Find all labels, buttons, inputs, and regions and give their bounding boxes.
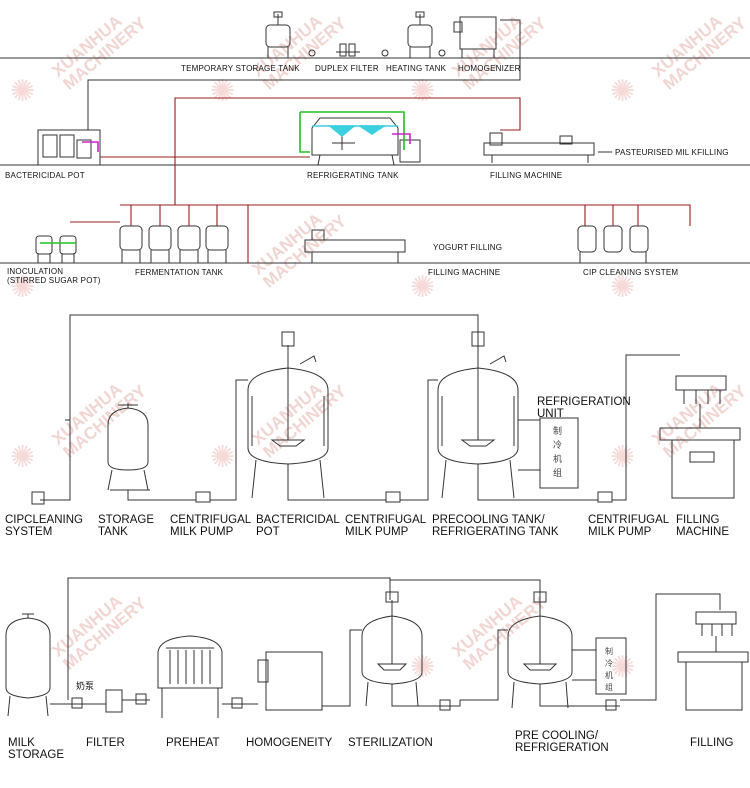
- refrigerating-tank: [311, 117, 399, 166]
- filter: [105, 689, 123, 713]
- centrifugal-pump-3: [597, 491, 613, 503]
- centrifugal-pump-1: [195, 491, 211, 503]
- yogurt-filling-machine: [304, 229, 406, 263]
- bactericidal-pot: [37, 129, 101, 166]
- bactericidal-pot-large: [247, 331, 329, 499]
- label-filling: FILLING: [690, 737, 734, 749]
- duplex-filter: [336, 43, 360, 57]
- cip-cleaning-system-small: [577, 225, 649, 263]
- milk-storage-tank: [5, 613, 51, 717]
- watermark-logo-icon: ✺: [410, 271, 436, 304]
- label-homogenizer: HOMOGENIZER: [458, 64, 521, 73]
- label-filter: FILTER: [86, 737, 125, 749]
- label-pre-cooling: PRE COOLING/ REFRIGERATION: [515, 730, 609, 754]
- inoculation-tanks: [35, 235, 77, 263]
- homogenizer-machine: [257, 651, 323, 711]
- precooling-tank: [437, 331, 519, 499]
- heating-tank: [407, 11, 433, 58]
- label-pasteurised-filling: PASTEURISED MIL KFILLING: [615, 148, 729, 157]
- pre-cooling-tank: [507, 591, 573, 709]
- label-centrifugal-pump: CENTRIFUGAL MILK PUMP: [588, 514, 670, 538]
- watermark-logo-icon: ✺: [210, 441, 236, 474]
- homogenizer: [453, 16, 497, 58]
- label-centrifugal-pump: CENTRIFUGAL MILK PUMP: [170, 514, 252, 538]
- pre-cooling-unit-box: [595, 637, 627, 695]
- pasteurised-filling-machine: [483, 132, 595, 163]
- watermark-logo-icon: ✺: [610, 651, 636, 684]
- sterilization-tank: [361, 591, 423, 707]
- centrifugal-pump-2: [385, 491, 401, 503]
- label-milk-pump-chinese: 奶泵: [76, 681, 95, 691]
- label-fermentation-tank: FERMENTATION TANK: [135, 268, 224, 277]
- watermark-logo-icon: ✺: [610, 441, 636, 474]
- label-filling-machine: FILLING MACHINE: [428, 268, 501, 277]
- watermark-logo-icon: ✺: [10, 75, 36, 108]
- label-precooling-tank: PRECOOLING TANK/ REFRIGERATING TANK: [432, 514, 559, 538]
- label-unit-chinese: 制冷机组: [553, 426, 563, 478]
- label-cip-cleaning-system: CIP CLEANING SYSTEM: [583, 268, 679, 277]
- watermark-logo-icon: ✺: [10, 441, 36, 474]
- watermark-logo-icon: ✺: [410, 651, 436, 684]
- preheat-tank: [157, 635, 223, 718]
- label-bactericidal-pot: BACTERICIDAL POT: [256, 514, 340, 538]
- label-heating-tank: HEATING TANK: [386, 64, 447, 73]
- label-storage-tank: STORAGE TANK: [98, 514, 155, 538]
- label-refrigeration-unit: REFRIGERATION UNIT: [537, 396, 631, 420]
- label-cip-cleaning-system: CIPCLEANING SYSTEM: [5, 514, 83, 538]
- storage-tank: [107, 403, 150, 491]
- label-filling-machine: FILLING MACHINE: [490, 171, 563, 180]
- label-yogurt-filling: YOGURT FILLING: [433, 243, 503, 252]
- label-inoculation: INOCULATION (STIRRED SUGAR POT): [7, 267, 101, 285]
- fermentation-tanks: [119, 225, 229, 263]
- label-refrigerating-tank: REFRIGERATING TANK: [307, 171, 399, 180]
- watermark-logo-icon: ✺: [610, 75, 636, 108]
- milk-pump: [71, 697, 83, 709]
- watermark-logo-icon: ✺: [10, 271, 36, 304]
- refrigeration-unit-box: [539, 417, 579, 489]
- filling-machine-bottom: [677, 611, 749, 711]
- label-temporary-storage-tank: TEMPORARY STORAGE TANK: [181, 64, 300, 73]
- watermark-logo-icon: ✺: [610, 271, 636, 304]
- label-milk-storage: MILK STORAGE: [8, 737, 65, 761]
- label-bactericidal-pot: BACTERICIDAL POT: [5, 171, 85, 180]
- label-duplex-filter: DUPLEX FILTER: [315, 64, 379, 73]
- temporary-storage-tank: [265, 11, 291, 58]
- label-preheat: PREHEAT: [166, 737, 220, 749]
- label-sterilization: STERILIZATION: [348, 737, 433, 749]
- label-centrifugal-pump: CENTRIFUGAL MILK PUMP: [345, 514, 427, 538]
- cip-pump: [31, 491, 45, 505]
- filling-machine-large: [659, 375, 741, 499]
- label-homogeneity: HOMOGENEITY: [246, 737, 333, 749]
- label-unit-chinese: 制冷机组: [605, 647, 613, 692]
- label-filling-machine: FILLING MACHINE: [676, 514, 730, 538]
